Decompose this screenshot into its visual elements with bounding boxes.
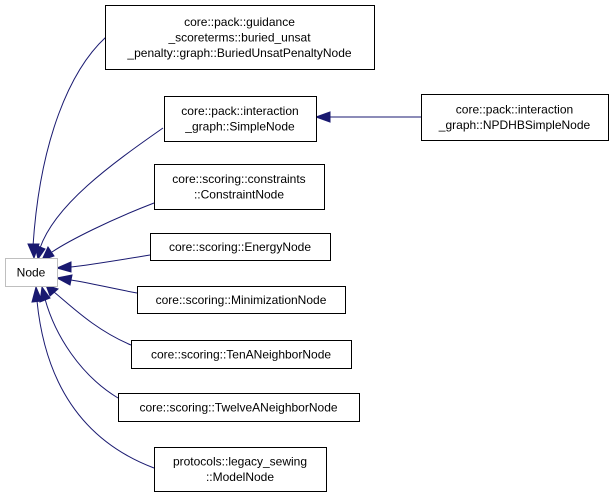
node-label-line: core::scoring::TenANeighborNode (151, 347, 331, 361)
edge-line (32, 36, 107, 247)
edge-npdhb-simple-node-to-simple-node (314, 111, 421, 123)
node-label-line: _scoreterms::buried_unsat (167, 30, 311, 44)
arrowhead-icon (31, 285, 43, 303)
node-box (137, 286, 346, 314)
node-box (154, 164, 325, 210)
arrowhead-icon (34, 244, 46, 261)
arrowhead-icon (55, 274, 73, 286)
class-node-model-node[interactable]: protocols::legacy_sewing::ModelNode (154, 447, 327, 492)
node-label-line: ::ConstraintNode (194, 188, 284, 202)
arrowhead-icon (55, 261, 72, 273)
edge-line (39, 127, 164, 249)
node-label-line: core::scoring::MinimizationNode (156, 293, 327, 307)
node-box (150, 233, 331, 261)
node-label-line: core::pack::interaction (181, 104, 298, 118)
edge-constraint-node-to-node (41, 202, 155, 261)
node-label-line: Node (17, 265, 46, 279)
class-node-tena-neighbor-node[interactable]: core::scoring::TenANeighborNode (131, 340, 352, 369)
edge-line (70, 279, 138, 294)
arrowhead-icon (39, 285, 51, 303)
class-node-constraint-node[interactable]: core::scoring::constraints::ConstraintNo… (154, 164, 325, 210)
node-label-line: protocols::legacy_sewing (173, 455, 307, 469)
class-node-buried-unsat[interactable]: core::pack::guidance_scoreterms::buried_… (105, 5, 375, 70)
edge-tena-neighbor-node-to-node (45, 284, 132, 346)
node-box (105, 5, 375, 70)
edge-line (53, 291, 132, 346)
edge-line (51, 202, 155, 253)
node-label-line: core::scoring::constraints (172, 172, 305, 186)
class-node-npdhb-simple-node[interactable]: core::pack::interaction_graph::NPDHBSimp… (421, 94, 609, 141)
node-box (118, 393, 360, 422)
edge-line (70, 254, 151, 268)
class-node-twelvea-neighbor-node[interactable]: core::scoring::TwelveANeighborNode (118, 393, 360, 422)
edge-energy-node-to-node (55, 254, 151, 273)
class-node-minimization-node[interactable]: core::scoring::MinimizationNode (137, 286, 346, 314)
node-box (154, 447, 327, 492)
node-box (131, 340, 352, 369)
node-label-line: _graph::SimpleNode (184, 120, 295, 134)
edge-model-node-to-node (31, 285, 155, 469)
class-node-energy-node[interactable]: core::scoring::EnergyNode (150, 233, 331, 261)
edge-line (44, 298, 119, 399)
node-label-line: core::scoring::EnergyNode (169, 240, 311, 254)
class-node-node[interactable]: Node (5, 258, 58, 287)
edge-minimization-node-to-node (55, 274, 138, 294)
node-label-line: core::scoring::TwelveANeighborNode (139, 400, 337, 414)
edges (27, 36, 421, 469)
edge-twelvea-neighbor-node-to-node (39, 285, 119, 399)
class-node-simple-node[interactable]: core::pack::interaction_graph::SimpleNod… (164, 96, 317, 142)
node-label-line: core::pack::interaction (456, 103, 573, 117)
node-box (5, 258, 58, 287)
node-label-line: _penalty::graph::BuriedUnsatPenaltyNode (126, 46, 351, 60)
edge-buried-unsat-to-node (27, 36, 107, 260)
arrowhead-icon (314, 111, 331, 123)
node-label-line: ::ModelNode (206, 470, 274, 484)
nodes: Node core::pack::guidance_scoreterms::bur… (5, 5, 609, 492)
edge-simple-node-to-node (34, 127, 164, 261)
node-label-line: _graph::NPDHBSimpleNode (438, 118, 591, 132)
node-label-line: core::pack::guidance (184, 15, 295, 29)
node-box (164, 96, 317, 142)
node-box (421, 94, 609, 141)
edge-line (36, 300, 155, 469)
